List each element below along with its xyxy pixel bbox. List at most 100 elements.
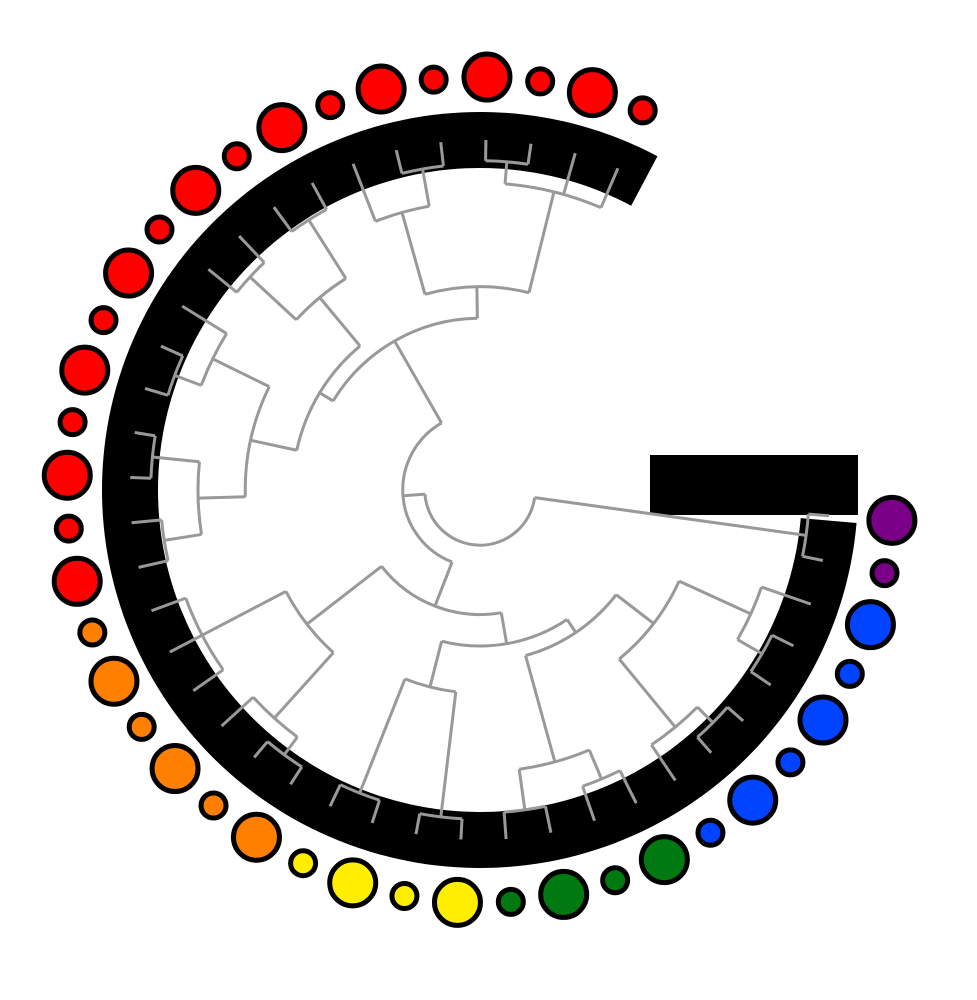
branch-radial [615, 593, 655, 625]
branch-radial [181, 304, 228, 335]
branch-radial [650, 744, 677, 782]
branch-radial [305, 565, 383, 626]
branch-radial [212, 357, 270, 388]
branch-radial [517, 769, 527, 811]
leaf-circle-blue [727, 774, 779, 826]
branch-radial [503, 161, 509, 184]
branch-radial [599, 167, 620, 209]
branch-radial [565, 618, 578, 634]
branch-radial [138, 559, 169, 569]
branch-radial [370, 799, 381, 824]
branch-radial [160, 344, 184, 358]
branch-arc [290, 208, 328, 233]
branch-radial [618, 769, 638, 804]
branch-radial [400, 212, 427, 295]
branch-radial [273, 651, 335, 720]
leaf-circle-yellow [389, 881, 420, 912]
branch-radial [760, 585, 812, 606]
leaf-circle-blue [797, 694, 849, 746]
branch-radial [534, 496, 807, 537]
branch-radial [439, 142, 445, 167]
branch-radial [736, 638, 763, 656]
branch-radial [402, 492, 426, 498]
branch-radial [459, 818, 464, 840]
branch-radial [307, 219, 348, 280]
branch-radial [250, 438, 298, 452]
black-ring-band [101, 112, 858, 868]
branch-radial [248, 275, 298, 321]
branch-radial [130, 475, 152, 480]
leaf-circle-blue [834, 658, 865, 689]
branch-radial [207, 268, 238, 294]
leaf-circle-red [59, 344, 111, 396]
leaf-circle-red [418, 64, 449, 95]
leaf-circle-red [53, 513, 84, 544]
branch-radial [310, 182, 328, 211]
branch-radial [152, 455, 200, 464]
leaf-circle-orange [126, 711, 157, 742]
branch-radial [192, 668, 225, 692]
leaf-circle-purple [866, 494, 918, 546]
branch-radial [527, 191, 556, 294]
leaf-circle-red [170, 164, 222, 216]
branch-radial [696, 736, 713, 754]
branch-radial [289, 766, 304, 786]
leaf-circle-green [495, 886, 526, 917]
leaf-circle-red [627, 95, 658, 126]
ring-bar [650, 455, 858, 515]
leaf-circle-green [600, 865, 631, 896]
branch-radial [163, 532, 202, 542]
branch-arc [235, 261, 266, 294]
branch-radial [428, 640, 444, 688]
leaf-circle-blue [695, 817, 726, 848]
leaf-circle-orange [88, 655, 140, 707]
branch-radial [174, 373, 202, 387]
branch-radial [678, 579, 752, 616]
branch-radial [499, 612, 509, 644]
branch-radial [524, 655, 557, 763]
leaf-circle-red [57, 407, 88, 438]
branch-radial [726, 706, 745, 722]
leaf-circle-red [103, 247, 155, 299]
leaf-circle-red [144, 214, 175, 245]
branch-radial [502, 811, 508, 840]
leaf-circle-purple [869, 558, 900, 589]
branch-radial [253, 740, 269, 759]
branch-radial [150, 596, 187, 613]
branch-radial [131, 518, 162, 525]
branch-radial [134, 430, 156, 438]
leaf-circle-red [315, 90, 346, 121]
leaf-circle-red [88, 305, 119, 336]
leaf-circle-red [525, 66, 556, 97]
branch-arc [801, 514, 810, 557]
leaf-circle-red [461, 51, 513, 103]
branch-radial [618, 658, 677, 729]
branch-radial [318, 391, 334, 403]
branch-radial [394, 149, 404, 174]
leaf-circle-green [538, 868, 590, 920]
leaf-circle-orange [77, 617, 108, 648]
leaf-circle-blue [775, 747, 806, 778]
leaf-circle-orange [230, 811, 282, 863]
branch-radial [272, 206, 293, 233]
branch-radial [201, 590, 287, 637]
branch-radial [318, 296, 362, 347]
branch-radial [414, 813, 422, 835]
branch-radial [581, 785, 596, 822]
branch-radial [433, 561, 454, 607]
leaf-circle-red [566, 67, 618, 119]
branch-radial [526, 143, 533, 165]
branch-arc [485, 159, 529, 166]
branch-radial [351, 163, 377, 222]
branch-radial [808, 512, 830, 518]
branch-radial [358, 678, 407, 794]
leaf-circle-red [41, 449, 93, 501]
leaf-nodes [41, 51, 918, 928]
branch-radial [144, 386, 169, 397]
branch-radial [562, 152, 577, 195]
leaf-circle-yellow [288, 848, 319, 879]
branch-radial [587, 749, 603, 780]
leaf-circle-blue [844, 599, 896, 651]
branch-radial [543, 805, 553, 834]
branch-arc [401, 421, 453, 564]
